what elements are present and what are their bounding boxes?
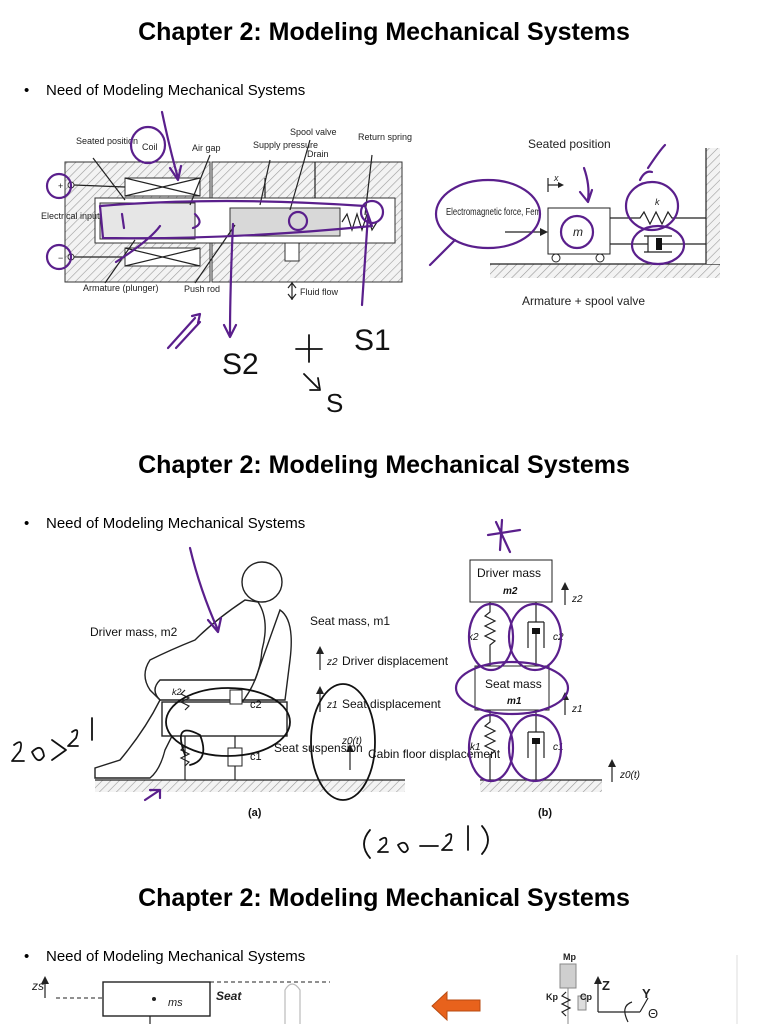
handwritten-seat-annotations: [11, 546, 489, 859]
label-lumped-z0: z0(t): [619, 770, 640, 781]
label-seat-mass: Seat mass, m1: [310, 614, 390, 628]
label-seat-disp: Seat displacement: [342, 697, 441, 711]
label-m1: m1: [507, 696, 522, 707]
bullet-text: Need of Modeling Mechanical Systems: [46, 948, 306, 965]
spring-k: [610, 210, 706, 226]
label-electrical-input: Electrical input: [41, 211, 100, 221]
seat-mass-box: [102, 981, 211, 1017]
seat-sketch: [284, 983, 301, 1024]
bullet-text: Need of Modeling Mechanical Systems: [46, 515, 306, 532]
solenoid-valve-diagram: Seated position Coil Air gap Supply pres…: [41, 110, 412, 418]
orange-arrow-icon: [431, 990, 481, 1022]
label-m: m: [573, 225, 583, 239]
driver-body: [94, 599, 266, 779]
driver-head: [241, 561, 283, 603]
spring-k2: [483, 602, 497, 666]
damper: [610, 235, 706, 253]
bullet-item: • Need of Modeling Mechanical Systems: [24, 515, 305, 532]
label-z2: z2: [326, 657, 338, 668]
label-cp: Cp: [580, 992, 592, 1002]
label-z: Z: [602, 978, 610, 993]
handwritten-model-annotations: [428, 143, 686, 267]
label-y: Y: [642, 986, 651, 1001]
label-k2: k2: [172, 687, 182, 697]
label-cabin-floor: Cabin floor displacement: [368, 747, 501, 761]
label-z1: z1: [326, 700, 338, 711]
label-zs: zs: [31, 979, 44, 993]
seat-frame: [161, 701, 288, 737]
label-theta: Θ: [648, 1006, 658, 1021]
bullet-dot: •: [24, 82, 30, 99]
label-model-caption: Armature + spool valve: [522, 294, 645, 308]
label-caption-a: (a): [248, 807, 262, 819]
bullet-dot: •: [24, 515, 30, 532]
slide-title: Chapter 2: Modeling Mechanical Systems: [138, 451, 630, 479]
label-lumped-driver: Driver mass: [477, 566, 541, 580]
driver-mass-block: [469, 559, 553, 603]
bullet-dot: •: [24, 948, 30, 965]
label-air-gap: Air gap: [192, 143, 221, 153]
bullet-text: Need of Modeling Mechanical Systems: [46, 82, 306, 99]
label-return-spring: Return spring: [358, 132, 412, 142]
handwritten-annotations: [45, 110, 385, 391]
label-driver-mass: Driver mass, m2: [90, 625, 178, 639]
return-spring-symbol: [341, 211, 378, 233]
label-lumped-c2: c2: [553, 632, 564, 643]
label-k: k: [655, 197, 660, 207]
seat-back: [154, 608, 292, 701]
label-seat: Seat: [216, 989, 242, 1003]
label-spool-valve: Spool valve: [290, 127, 337, 137]
label-caption-b: (b): [538, 807, 552, 819]
label-ms: ms: [168, 997, 183, 1009]
label-seated-position: Seated position: [76, 136, 138, 146]
label-drain: Drain: [307, 149, 329, 159]
bullet-item: • Need of Modeling Mechanical Systems: [24, 948, 305, 965]
label-lumped-k1: k1: [470, 742, 481, 753]
label-model-seated: Seated position: [528, 137, 611, 151]
handwritten-lumped-annotations: [454, 518, 570, 783]
slide-1: Chapter 2: Modeling Mechanical Systems •…: [0, 0, 768, 435]
label-plus: +: [58, 181, 63, 191]
mass-mp-block: [559, 963, 577, 989]
slide-title: Chapter 2: Modeling Mechanical Systems: [138, 18, 630, 46]
label-lumped-z2: z2: [571, 594, 583, 605]
seat-mass-block: [474, 665, 550, 711]
label-coil: Coil: [142, 142, 158, 152]
damper-c2: [527, 602, 545, 666]
label-push-rod: Push rod: [184, 284, 220, 294]
label-lumped-k2: k2: [468, 632, 479, 643]
label-lumped-z1: z1: [571, 704, 583, 715]
label-force: Electromagnetic force, Fem: [446, 207, 541, 218]
bullet-item: • Need of Modeling Mechanical Systems: [24, 82, 305, 99]
label-armature: Armature (plunger): [83, 283, 159, 293]
handwriting-s: S: [326, 388, 343, 418]
label-fluid-flow: Fluid flow: [300, 287, 339, 297]
label-x: x: [553, 173, 559, 183]
label-seat-susp: Seat suspension: [274, 741, 363, 755]
label-supply-pressure: Supply pressure: [253, 140, 318, 150]
label-driver-disp: Driver displacement: [342, 654, 449, 668]
handwriting-s2: S2: [222, 348, 259, 381]
label-z0: z0(t): [341, 736, 362, 747]
label-kp: Kp: [546, 992, 558, 1002]
spring-k1: [483, 710, 497, 780]
label-c1: c1: [250, 751, 262, 763]
damper-c1: [527, 710, 545, 780]
armature-plunger: [99, 202, 196, 240]
armature-spool-model: Seated position x k m Electromagnetic fo…: [428, 137, 720, 308]
label-mp: Mp: [563, 952, 576, 962]
label-minus: −: [58, 253, 63, 263]
slide-2: Chapter 2: Modeling Mechanical Systems •…: [0, 0, 768, 859]
label-m2: m2: [503, 586, 518, 597]
driver-seat-diagram: Driver mass, m2 Seat mass, m1 z2 Driver …: [11, 546, 501, 859]
slide-title: Chapter 2: Modeling Mechanical Systems: [138, 884, 630, 912]
handwriting-s1: S1: [354, 324, 391, 357]
lumped-model-diagram: Driver mass m2 Seat mass m1 k2 c2 k1 c1 …: [454, 518, 640, 819]
label-lumped-seat: Seat mass: [485, 677, 542, 691]
label-lumped-c1: c1: [553, 742, 564, 753]
label-c2: c2: [250, 699, 262, 711]
